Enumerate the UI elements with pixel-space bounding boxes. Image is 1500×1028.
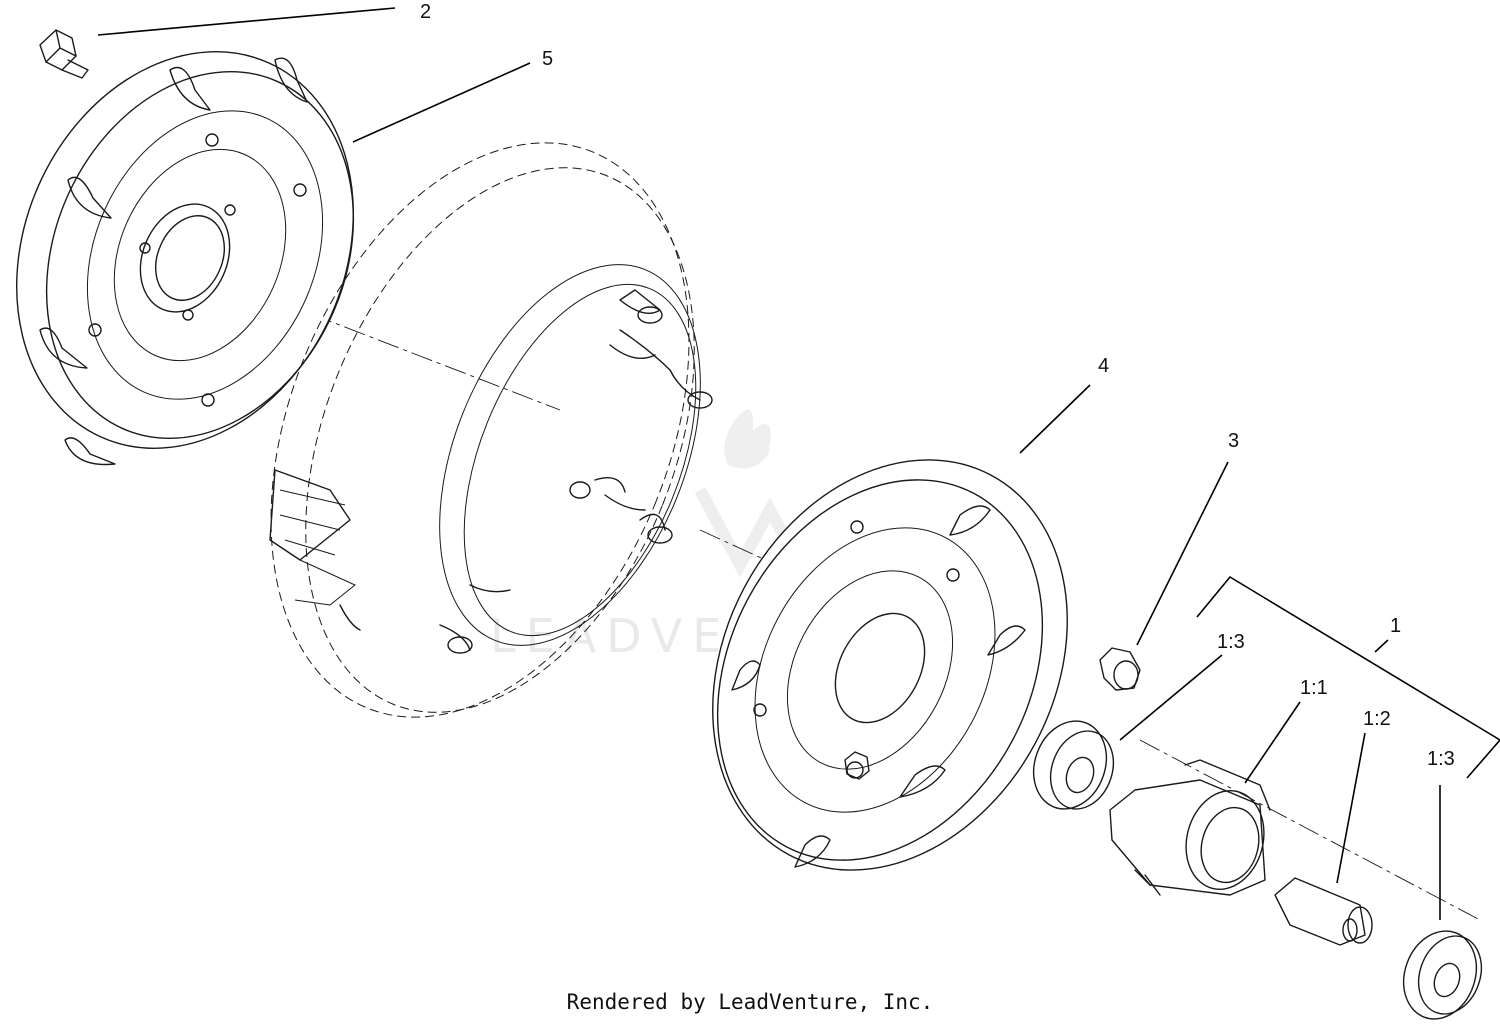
callout-1-3-a: 1:3 bbox=[1217, 631, 1245, 653]
part-1-3-bearing-b bbox=[1402, 930, 1483, 1020]
callout-1-3-b: 1:3 bbox=[1427, 748, 1455, 770]
part-1-3-bearing-a bbox=[1032, 720, 1115, 810]
part-1-1-hub bbox=[1109, 759, 1271, 896]
callout-1-2: 1:2 bbox=[1363, 708, 1391, 730]
callout-3: 3 bbox=[1228, 430, 1239, 452]
part-5-wheel-half bbox=[16, 51, 355, 466]
callout-1-1: 1:1 bbox=[1300, 677, 1328, 699]
part-3-nut bbox=[1099, 647, 1141, 691]
leader-lines bbox=[97, 7, 1500, 920]
callout-1: 1 bbox=[1390, 615, 1401, 637]
part-4-wheel-half bbox=[712, 459, 1068, 871]
part-2-bolt bbox=[39, 29, 89, 79]
part-tire bbox=[269, 142, 713, 718]
part-1-2-spacer bbox=[1274, 877, 1373, 946]
callout-2: 2 bbox=[420, 1, 431, 23]
callout-5: 5 bbox=[542, 48, 553, 70]
callout-4: 4 bbox=[1098, 355, 1109, 377]
render-credit: Rendered by LeadVenture, Inc. bbox=[566, 990, 934, 1014]
